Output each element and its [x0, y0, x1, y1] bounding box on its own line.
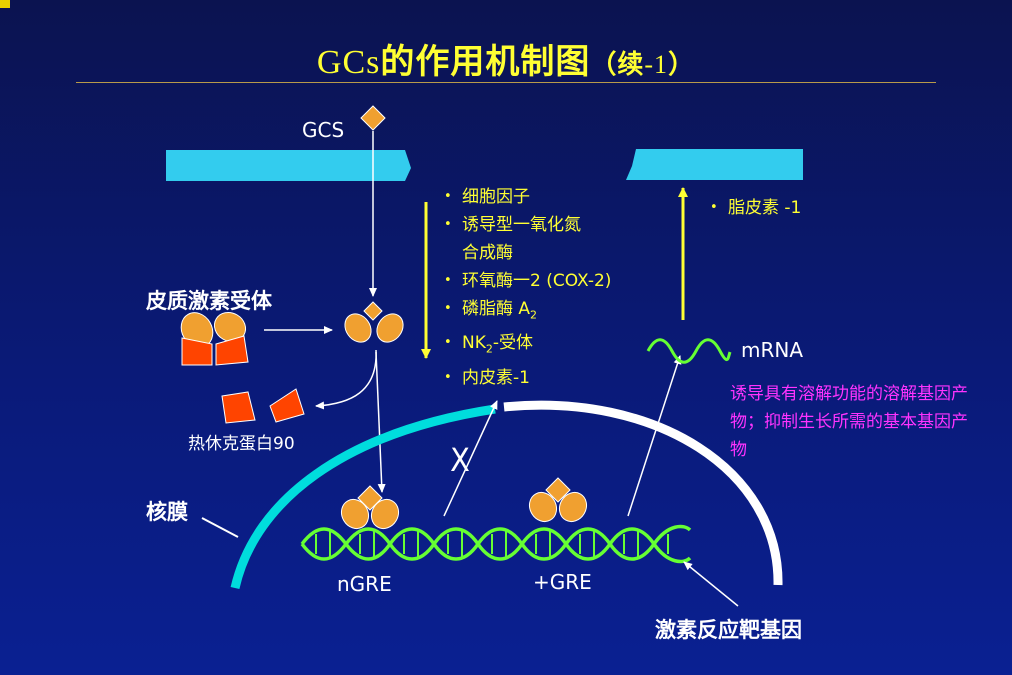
mrna-strand [646, 338, 732, 364]
cell-membrane-right [626, 149, 803, 180]
hsp90-release-arrow [315, 349, 377, 410]
induced-products-list: 脂皮素 -1 [710, 194, 801, 222]
hsp90-label: 热休克蛋白90 [188, 434, 295, 454]
corner-mark [0, 0, 10, 8]
pgre-label: +GRE [533, 570, 592, 594]
list-item: 环氧酶一2 (COX-2) [444, 267, 611, 295]
list-item: 诱导型一氧化氮 [444, 211, 611, 239]
title-suffix-close: ） [668, 50, 696, 80]
dna-base-pairs [315, 530, 669, 558]
suppressed-products-list: 细胞因子 诱导型一氧化氮 合成酶 环氧酶一2 (COX-2) 磷脂酶 A2 NK… [444, 183, 611, 392]
effect-description: 诱导具有溶解功能的溶解基因产物；抑制生长所需的基本基因产物 [730, 384, 968, 460]
target-gene-pointer [683, 561, 739, 607]
mrna-label: mRNA [741, 338, 804, 362]
list-item: 脂皮素 -1 [710, 194, 801, 222]
title-suffix-latin: -1 [644, 50, 669, 79]
receptor-on-pgre [528, 477, 588, 523]
receptor-hsp90-complex [180, 311, 249, 366]
list-item: 内皮素-1 [444, 364, 611, 392]
target-gene-label: 激素反应靶基因 [655, 618, 802, 642]
cell-membrane-left [166, 150, 411, 181]
list-item: 细胞因子 [444, 183, 611, 211]
title-divider [76, 82, 936, 83]
list-item: NK2-受体 [444, 329, 611, 363]
ngre-label: nGRE [337, 572, 392, 596]
dna-strand-1 [300, 524, 692, 561]
page-title: GCs的作用机制图（续-1） [0, 34, 1012, 83]
nuclear-membrane-label: 核膜 [146, 500, 188, 524]
gcs-label: GCS [302, 118, 345, 142]
dna-strand-2 [300, 527, 692, 564]
nuclear-membrane-pointer [201, 517, 239, 538]
receptor-on-ngre [340, 485, 400, 530]
hsp90-released [221, 388, 305, 424]
gcs-molecule-icon [360, 105, 386, 131]
blocked-mark: X [450, 441, 470, 479]
nuclear-membrane-left [230, 404, 496, 590]
list-item-continuation: 合成酶 [462, 243, 513, 263]
list-item: 磷脂酶 A2 [444, 295, 611, 329]
activated-receptor [344, 301, 404, 343]
nuclear-membrane-right [503, 400, 783, 586]
blocked-transcription-arrow [443, 400, 498, 517]
title-suffix-open: （续 [590, 50, 645, 80]
title-cjk: 的作用机制图 [380, 42, 591, 82]
nuclear-entry-arrow [375, 351, 386, 493]
transcription-arrow [627, 355, 682, 517]
receptor-label: 皮质激素受体 [146, 289, 272, 313]
title-latin: GCs [316, 44, 381, 81]
